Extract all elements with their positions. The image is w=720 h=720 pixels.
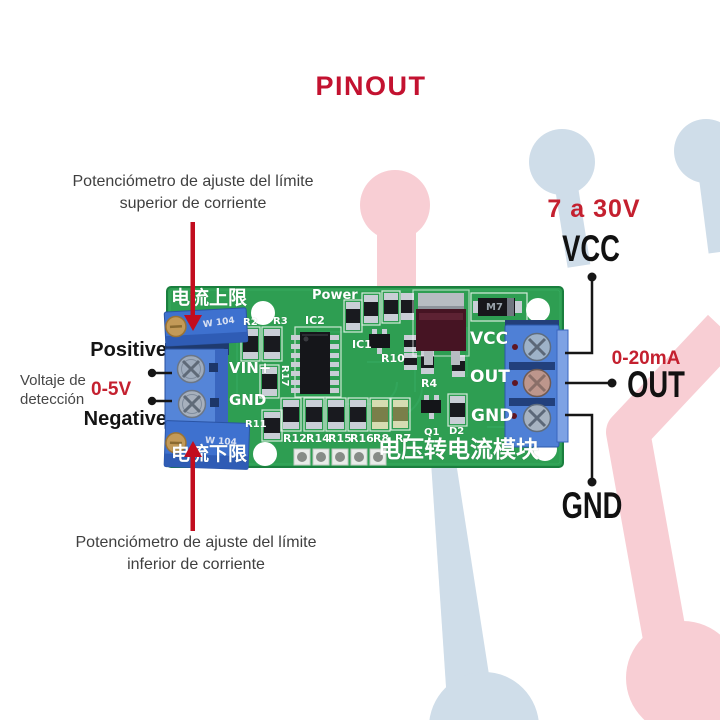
vcc-pin-label: VCC: [562, 228, 620, 269]
pcb-silkscreen-label: VCC: [470, 329, 509, 349]
vcc-pin-dot: [587, 272, 597, 282]
gnd-pin-label: GND: [561, 485, 623, 526]
pcb-components: [163, 286, 569, 470]
pcb-silkscreen-label: 电压转电流模块: [378, 437, 539, 463]
mounting-holes: [251, 298, 557, 466]
top-pot-arrow: [184, 222, 202, 331]
pcb-silkscreen-label: Power: [312, 288, 358, 303]
terminal-screw: [522, 332, 552, 362]
pcb-silkscreen-label: R3: [273, 316, 288, 327]
bottom-pot-arrow: [184, 441, 202, 531]
left-leader-lines: [147, 368, 172, 406]
top-potentiometer-annotation: Potenciómetro de ajuste del límite super…: [72, 171, 313, 215]
annotation-line: Potenciómetro de ajuste del límite: [72, 173, 314, 190]
out-pin-label: OUT: [627, 364, 685, 405]
decor-pink-shapes: [360, 170, 720, 720]
pcb-silkscreen-label: R4: [421, 377, 438, 390]
bottom-potentiometer-annotation: Potenciómetro de ajuste del límite infer…: [75, 532, 316, 576]
ic1-transistor: [369, 329, 390, 354]
pcb-silkscreen-label: R10: [381, 352, 405, 365]
input-voltage-range-label: 0-5V: [91, 379, 132, 400]
pcb-silkscreen-label: D2: [449, 426, 465, 437]
vcc-leader-line: [565, 280, 594, 355]
smd-resistors: [240, 290, 468, 442]
pcb-silkscreen-label: R14: [306, 432, 330, 445]
pcb-silkscreen-label: R15: [328, 432, 352, 445]
ic2-chip: [291, 326, 342, 398]
header-holes: [293, 448, 387, 466]
input-terminal-block: [164, 343, 229, 431]
pcb-silkscreen-label: R2: [243, 317, 258, 328]
voltage-regulator: [412, 289, 470, 365]
gnd-leader-line: [565, 413, 594, 478]
m7-diode: [470, 292, 528, 322]
pcb-silkscreen-label: R7: [395, 432, 412, 445]
output-current-range-label: 0-20mA: [611, 348, 681, 369]
out-pin-dot: [607, 378, 617, 388]
sense-voltage-label: Voltaje de detección: [20, 372, 86, 408]
pcb-silkscreen-label: IC1: [352, 338, 372, 351]
pcb-silkscreen-label: M7: [486, 302, 503, 313]
page-title: PINOUT: [315, 71, 427, 101]
annotation-line: inferior de corriente: [127, 556, 265, 573]
upper-limit-potentiometer: [163, 307, 249, 347]
pcb-silkscreen-label: GND: [229, 391, 267, 409]
right-leader-lines: [565, 272, 617, 487]
negative-terminal-label: Negative: [83, 408, 167, 430]
pcb-silkscreen-label: R16: [350, 432, 374, 445]
pcb-silkscreen-label: R12: [283, 432, 307, 445]
q1-transistor: [421, 395, 441, 419]
supply-voltage-range-label: 7 a 30V: [547, 195, 641, 223]
terminal-screw: [522, 403, 552, 433]
pcb-silkscreen-label: R11: [245, 419, 267, 430]
pcb-silkscreen-label: OUT: [470, 367, 510, 387]
annotation-line: superior de corriente: [119, 195, 267, 212]
pcb-silkscreen-label: 电流上限: [171, 287, 248, 309]
pcb-silkscreen-label: IC2: [305, 314, 325, 327]
terminal-screw: [176, 354, 206, 384]
pcb-silkscreen-label: GND: [471, 406, 514, 426]
decor-blue-shapes: [429, 119, 720, 720]
pcb-silkscreen-label: Q1: [424, 427, 440, 438]
terminal-screw: [522, 368, 552, 398]
gnd-pin-dot: [587, 477, 597, 487]
terminal-screw: [177, 389, 207, 419]
pcb-silkscreen-label: VIN+: [229, 359, 272, 377]
annotation-line: Potenciómetro de ajuste del límite: [75, 534, 317, 551]
positive-terminal-label: Positive: [90, 339, 167, 361]
output-terminal-block: [504, 320, 569, 448]
lower-limit-potentiometer: [163, 420, 251, 470]
pcb-silkscreen-label: R8: [373, 432, 390, 445]
